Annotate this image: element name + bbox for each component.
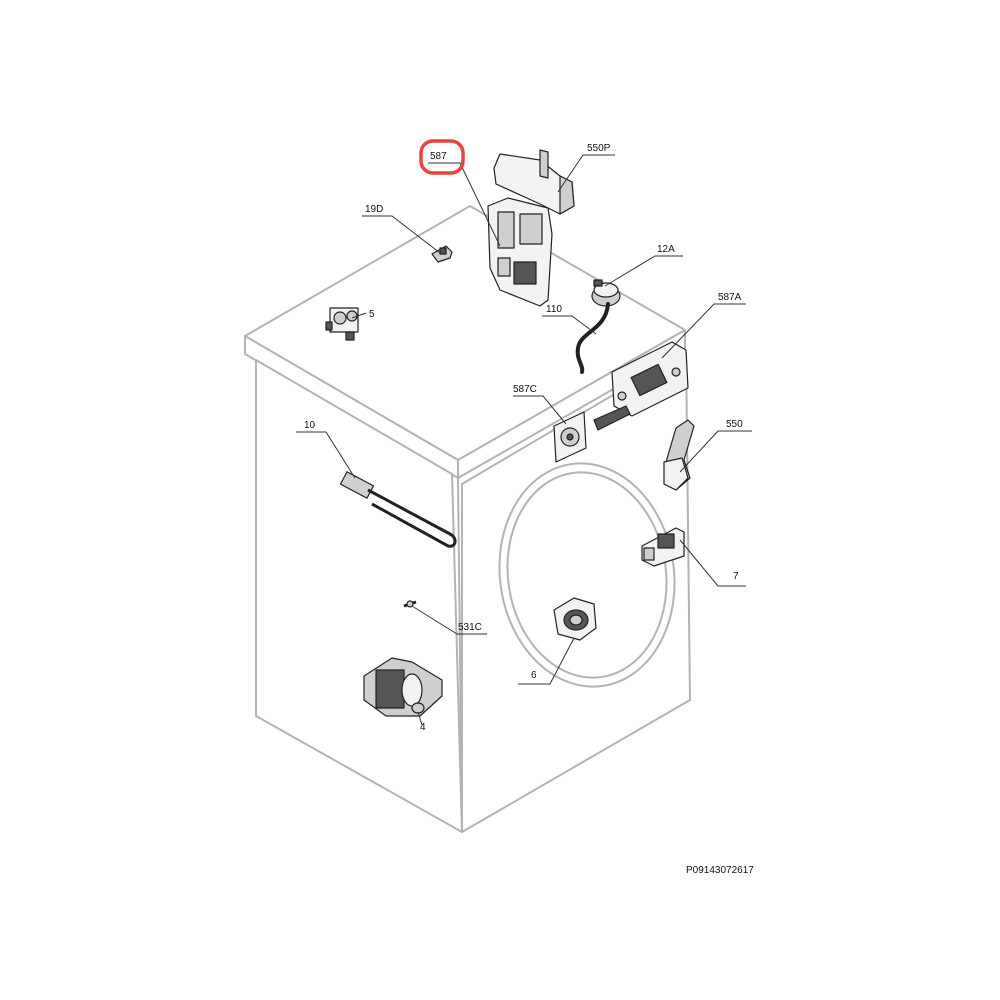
label-10[interactable]: 10 (304, 420, 316, 431)
part-6-drain-pump[interactable] (553, 597, 597, 641)
leader-550p (557, 154, 615, 193)
label-12a[interactable]: 12A (657, 244, 675, 255)
leader-5 (351, 312, 367, 319)
leader-4 (417, 711, 423, 726)
part-5-inlet-valve[interactable] (325, 307, 359, 341)
part-550p-dispenser[interactable] (493, 149, 575, 215)
leader-12a (604, 255, 683, 287)
leader-531c (411, 605, 487, 635)
leader-19d (362, 215, 441, 254)
label-6[interactable]: 6 (531, 670, 537, 681)
machine-cabinet (244, 205, 691, 833)
part-7-door-lock[interactable] (641, 527, 685, 567)
label-587[interactable]: 587 (430, 151, 447, 162)
part-10-heating-element[interactable] (339, 471, 457, 548)
label-110[interactable]: 110 (546, 304, 562, 315)
leader-lines (296, 154, 752, 726)
leader-587 (428, 162, 501, 247)
highlight-ring-587 (419, 139, 465, 175)
part-587-control-module[interactable] (487, 197, 553, 307)
leader-587a (661, 303, 746, 359)
leader-587c (513, 395, 567, 425)
leader-550 (679, 430, 752, 473)
label-550[interactable]: 550 (726, 419, 743, 430)
part-19d-sensor[interactable] (431, 245, 453, 263)
leader-6 (518, 637, 575, 685)
part-110-hose[interactable] (575, 302, 610, 374)
leader-10 (296, 431, 356, 479)
document-code: P09143072617 (686, 865, 754, 876)
part-587a-display-board[interactable] (593, 341, 689, 431)
leader-110 (542, 315, 597, 335)
leader-7 (679, 539, 746, 587)
label-7[interactable]: 7 (733, 571, 739, 582)
label-550p[interactable]: 550P (587, 143, 611, 154)
part-550-door-handle[interactable] (663, 419, 695, 491)
cabinet-corner-edge (457, 477, 463, 833)
part-587c-program-selector[interactable] (553, 411, 587, 463)
label-19d[interactable]: 19D (365, 204, 383, 215)
label-587a[interactable]: 587A (718, 292, 742, 303)
part-4-motor[interactable] (363, 657, 443, 717)
part-531c-temperature-probe[interactable] (403, 600, 417, 608)
label-5[interactable]: 5 (369, 309, 375, 320)
part-12a-pressure-switch[interactable] (591, 279, 621, 307)
part-labels: 587 550P 19D 12A 5 110 587A 587C 10 550 … (304, 143, 743, 733)
label-4[interactable]: 4 (420, 722, 426, 733)
door-ring-inner (506, 471, 668, 679)
label-587c[interactable]: 587C (513, 384, 537, 395)
label-531c[interactable]: 531C (458, 622, 482, 633)
